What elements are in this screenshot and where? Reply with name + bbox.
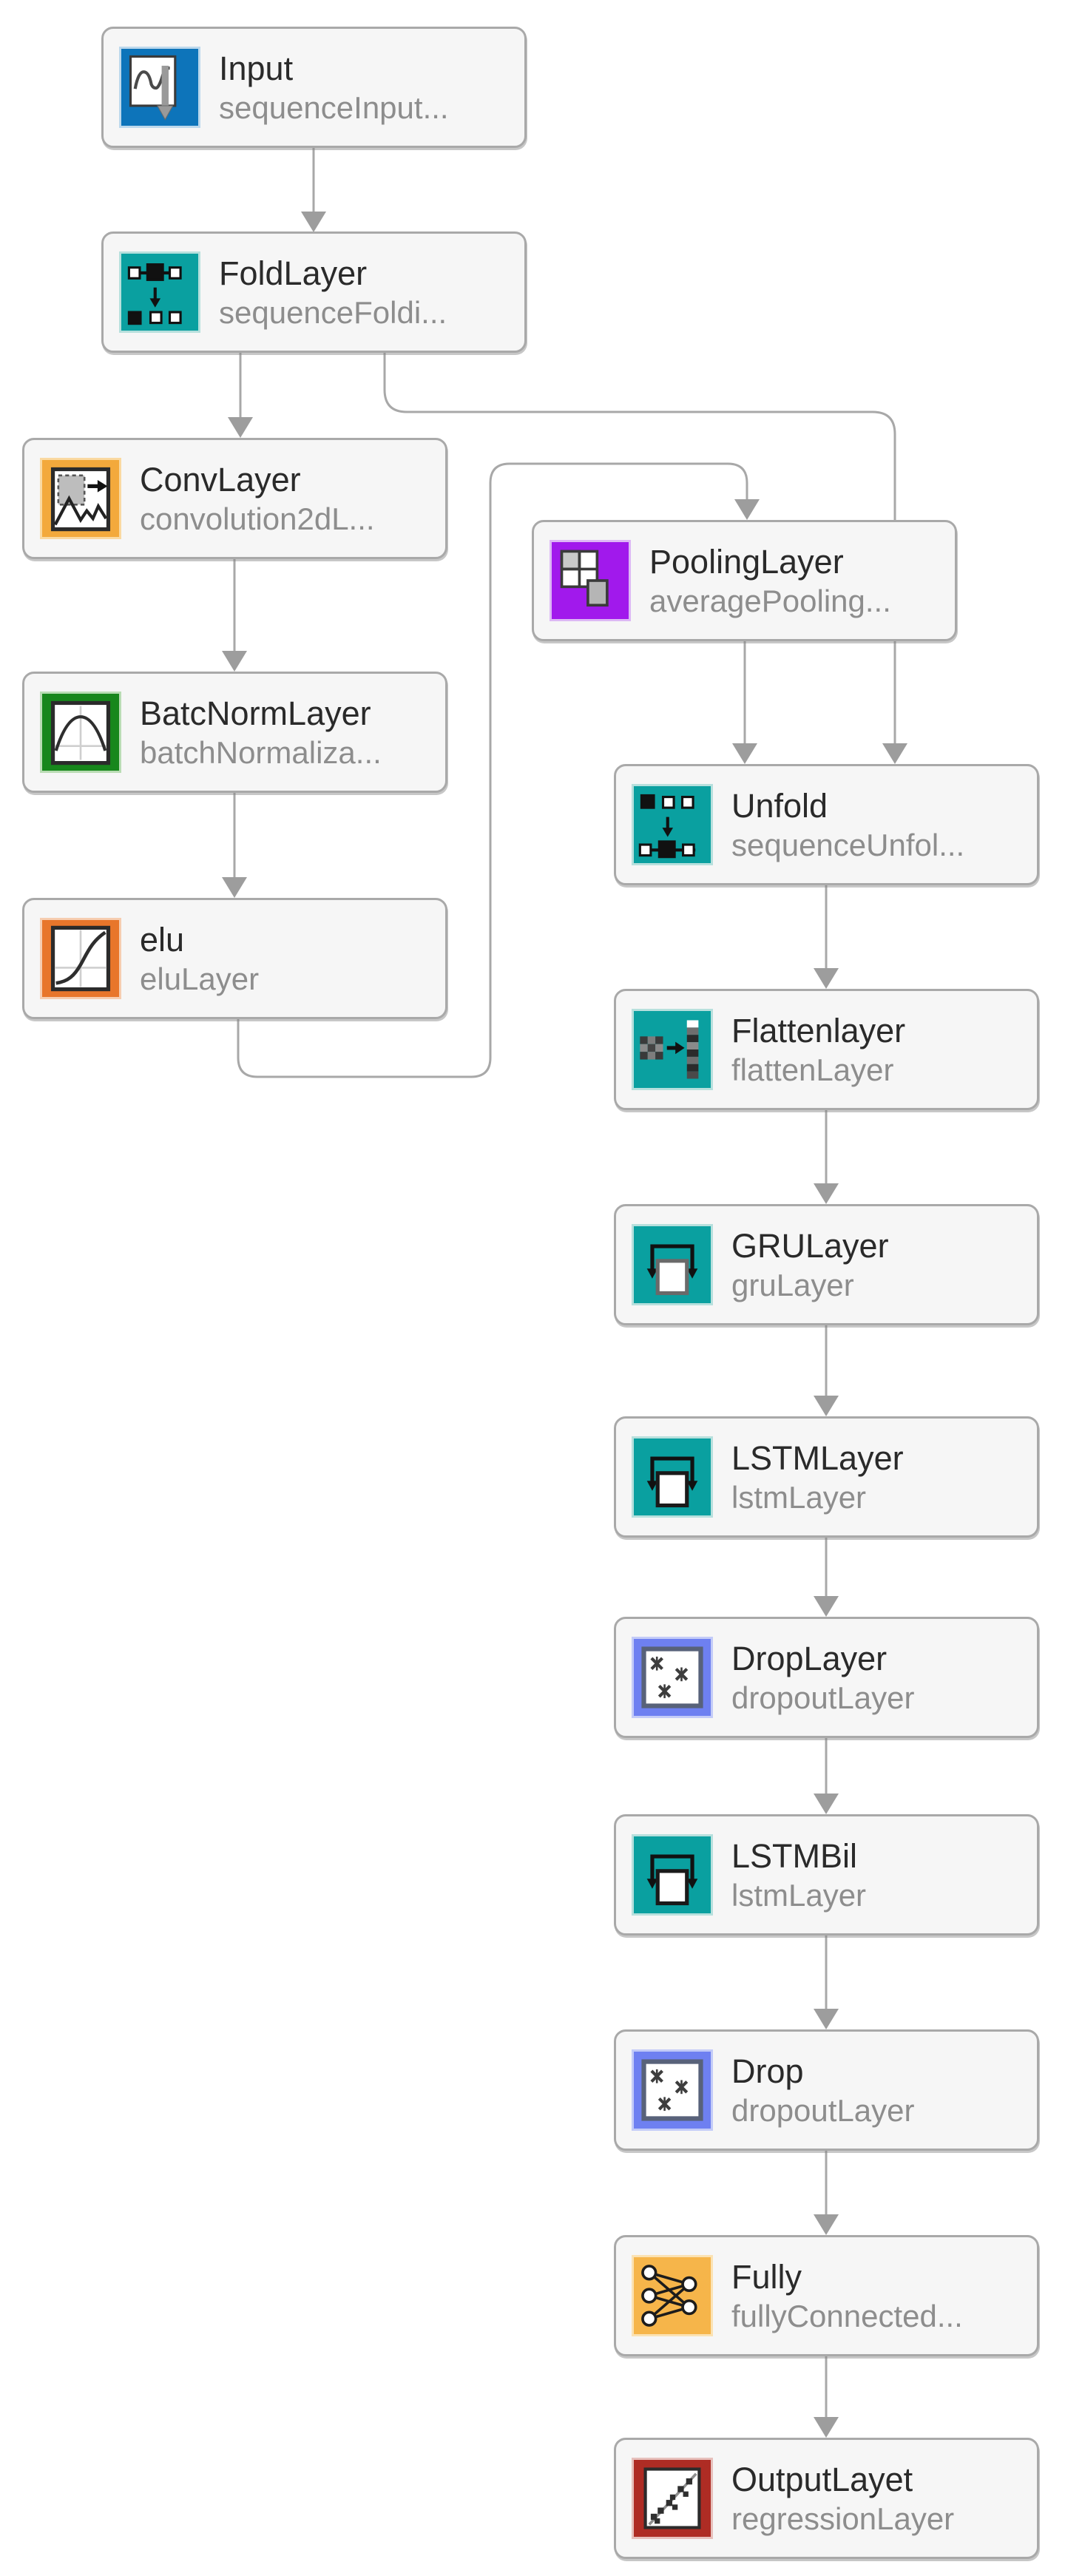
arrowhead-icon <box>814 968 839 989</box>
node-fully[interactable]: Fully fullyConnected... <box>614 2235 1039 2356</box>
fully-connected-icon <box>634 2257 711 2334</box>
elu-icon <box>42 920 119 997</box>
dropout-icon <box>634 2052 711 2129</box>
node-title: LSTMLayer <box>731 1439 904 1477</box>
node-title: BatcNormLayer <box>140 694 371 732</box>
node-title: Flattenlayer <box>731 1012 906 1049</box>
node-subtitle: eluLayer <box>140 961 260 996</box>
arrowhead-icon <box>222 651 247 672</box>
node-subtitle: gruLayer <box>731 1268 854 1302</box>
node-foldlayer[interactable]: FoldLayer sequenceFoldi... <box>101 231 527 353</box>
arrowhead-icon <box>814 1396 839 1416</box>
node-droplayer[interactable]: DropLayer dropoutLayer <box>614 1617 1039 1738</box>
sequence-unfolding-icon <box>634 786 711 863</box>
node-input[interactable]: Input sequenceInput... <box>101 27 527 148</box>
node-subtitle: averagePooling... <box>649 584 891 618</box>
node-outputlayer[interactable]: OutputLayet regressionLayer <box>614 2438 1039 2559</box>
node-subtitle: lstmLayer <box>731 1878 867 1913</box>
arrowhead-icon <box>882 743 907 764</box>
node-flattenlayer[interactable]: Flattenlayer flattenLayer <box>614 989 1039 1110</box>
node-subtitle: lstmLayer <box>731 1480 867 1515</box>
sequence-input-icon <box>121 49 198 126</box>
node-subtitle: sequenceFoldi... <box>219 295 447 330</box>
lstm-recurrent-icon <box>634 1836 711 1913</box>
arrowhead-icon <box>222 877 247 898</box>
node-lstmlayer[interactable]: LSTMLayer lstmLayer <box>614 1416 1039 1538</box>
node-title: LSTMBil <box>731 1837 858 1875</box>
lstm-recurrent-icon <box>634 1439 711 1515</box>
node-title: GRULayer <box>731 1227 889 1265</box>
gru-recurrent-icon <box>634 1226 711 1303</box>
arrowhead-icon <box>301 212 326 232</box>
batch-normalization-icon <box>42 694 119 771</box>
node-subtitle: flattenLayer <box>731 1052 894 1087</box>
node-title: FoldLayer <box>219 254 368 292</box>
node-lstmbil[interactable]: LSTMBil lstmLayer <box>614 1814 1039 1936</box>
arrowhead-icon <box>814 2417 839 2438</box>
node-title: Unfold <box>731 787 828 825</box>
node-subtitle: dropoutLayer <box>731 2093 915 2128</box>
node-subtitle: regressionLayer <box>731 2501 955 2536</box>
arrowhead-icon <box>814 1794 839 1814</box>
node-subtitle: fullyConnected... <box>731 2299 963 2333</box>
node-title: elu <box>140 921 185 959</box>
edge-elu-pool[interactable] <box>237 462 748 1078</box>
average-pooling-icon <box>552 542 629 619</box>
regression-output-icon <box>634 2460 711 2537</box>
node-title: OutputLayet <box>731 2461 913 2498</box>
arrowhead-icon <box>814 2009 839 2029</box>
node-poolinglayer[interactable]: PoolingLayer averagePooling... <box>532 520 957 641</box>
node-subtitle: sequenceUnfol... <box>731 828 965 862</box>
node-grulayer[interactable]: GRULayer gruLayer <box>614 1204 1039 1325</box>
node-subtitle: batchNormaliza... <box>140 735 382 770</box>
node-subtitle: sequenceInput... <box>219 90 449 125</box>
convolution2d-icon <box>42 460 119 537</box>
sequence-folding-icon <box>121 254 198 331</box>
node-title: Input <box>219 50 294 87</box>
edge-fold-unfold[interactable] <box>383 353 896 744</box>
node-title: Drop <box>731 2052 804 2090</box>
arrowhead-icon <box>814 1183 839 1204</box>
flatten-icon <box>634 1011 711 1088</box>
dropout-icon <box>634 1639 711 1716</box>
node-convlayer[interactable]: ConvLayer convolution2dL... <box>22 438 447 559</box>
arrowhead-icon <box>732 743 757 764</box>
node-title: ConvLayer <box>140 461 301 498</box>
node-elu[interactable]: elu eluLayer <box>22 898 447 1019</box>
arrowhead-icon <box>814 1596 839 1617</box>
node-subtitle: dropoutLayer <box>731 1680 915 1715</box>
node-drop[interactable]: Drop dropoutLayer <box>614 2029 1039 2151</box>
node-unfold[interactable]: Unfold sequenceUnfol... <box>614 764 1039 885</box>
arrowhead-icon <box>734 499 760 520</box>
node-title: PoolingLayer <box>649 543 844 581</box>
arrowhead-icon <box>228 417 253 438</box>
node-title: Fully <box>731 2258 802 2296</box>
node-title: DropLayer <box>731 1640 888 1677</box>
arrowhead-icon <box>814 2214 839 2235</box>
node-subtitle: convolution2dL... <box>140 501 375 536</box>
node-batchnormlayer[interactable]: BatcNormLayer batchNormaliza... <box>22 672 447 793</box>
